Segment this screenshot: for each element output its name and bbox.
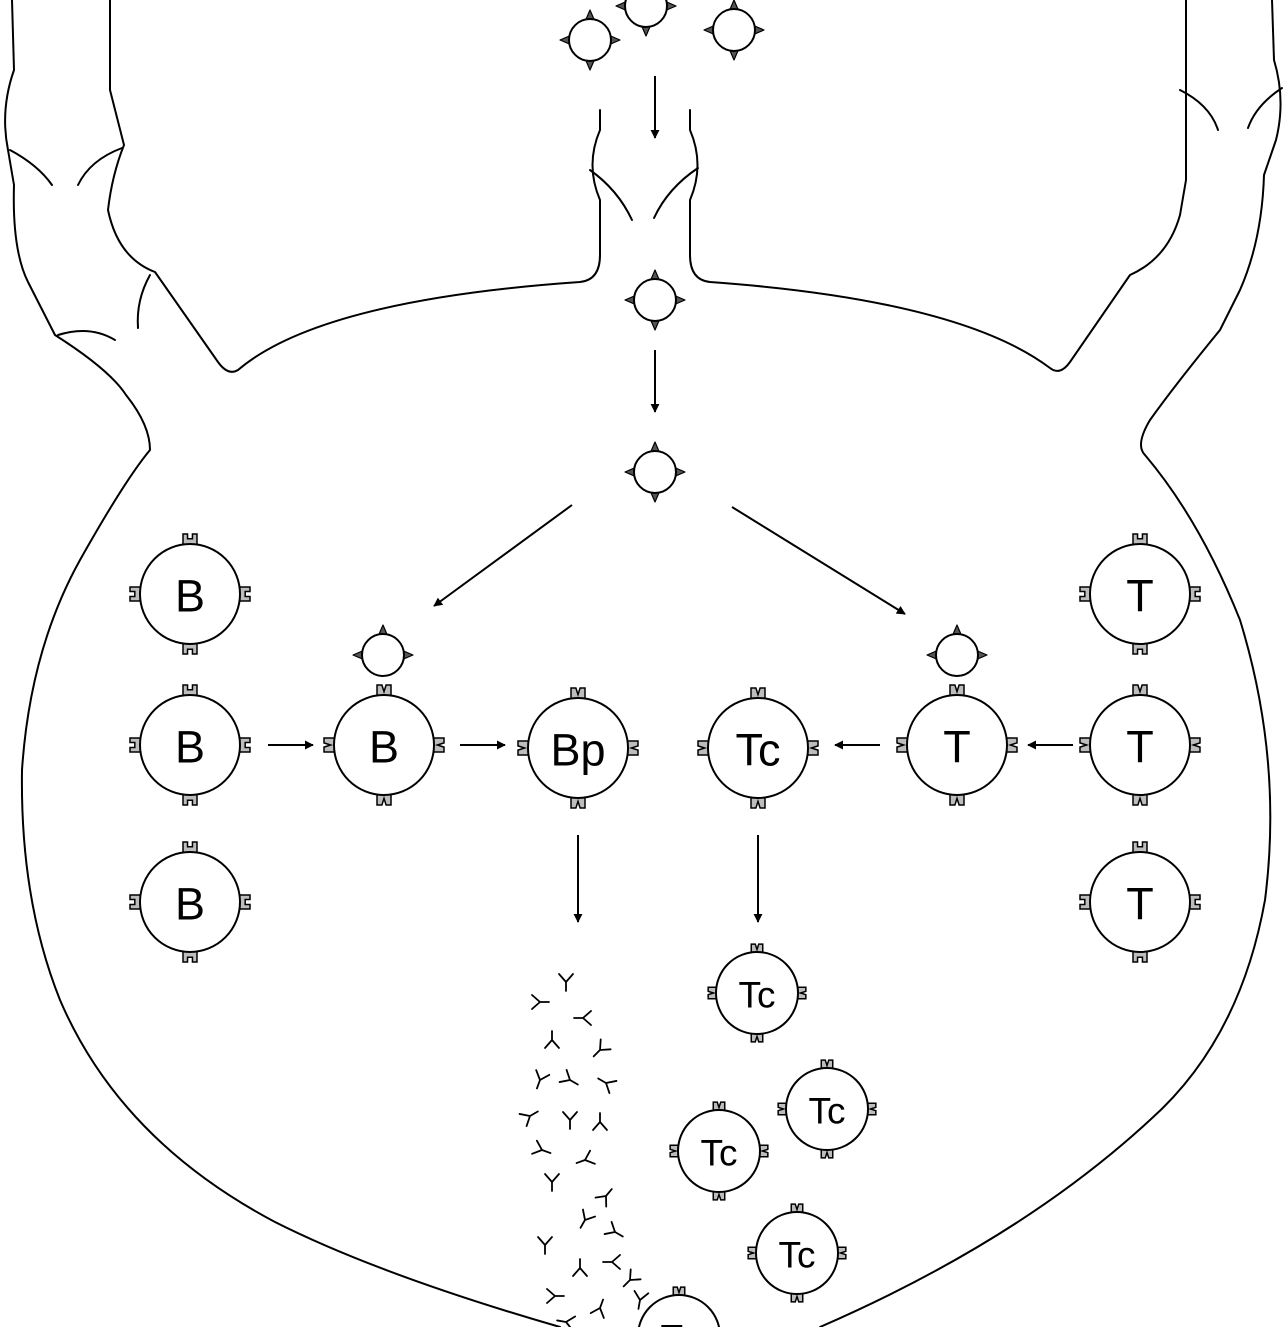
antibody-icon — [546, 1288, 565, 1304]
cell-label: T — [1126, 879, 1154, 930]
antibody-icon — [592, 1112, 608, 1131]
cytotoxic-t-cell: Tc — [697, 687, 819, 809]
surface-receptor — [237, 586, 251, 602]
surface-receptor — [1187, 586, 1201, 602]
surface-receptor — [1187, 894, 1201, 910]
antibody-icon — [573, 1010, 592, 1026]
surface-receptor — [1132, 841, 1148, 855]
plasma-cell: Bp — [517, 687, 639, 809]
cell-label: Tc — [701, 1133, 738, 1174]
antibody-icon — [556, 1315, 576, 1327]
cell-label: B — [369, 722, 399, 773]
cell-label: Tc — [779, 1235, 816, 1276]
antibody-icon — [597, 1077, 618, 1094]
surface-receptor — [237, 737, 251, 753]
cell-label: B — [175, 571, 205, 622]
antibody-icon — [622, 1268, 642, 1288]
surface-receptor — [129, 894, 143, 910]
cell-label: T — [1126, 571, 1154, 622]
antigen-icon — [926, 624, 988, 677]
b-cell: B — [129, 533, 251, 655]
antibody-icon — [592, 1038, 612, 1058]
antigen-icon — [624, 269, 686, 331]
surface-receptor — [237, 894, 251, 910]
cell-label: Tc — [661, 1318, 698, 1327]
arrow — [731, 506, 906, 615]
antibody-icon — [535, 1069, 551, 1090]
antibodies — [518, 973, 650, 1327]
activated-t-cell: T — [896, 684, 1018, 806]
activated-b-cell: B — [323, 684, 445, 806]
cytotoxic-t-cell: Tc — [747, 1203, 847, 1303]
antigen-icon — [559, 9, 621, 71]
cytotoxic-t-cell: Tc — [669, 1101, 769, 1201]
antibody-icon — [633, 1290, 650, 1310]
b-cell: B — [129, 841, 251, 963]
antibody-icon — [518, 1110, 539, 1127]
antigens-incoming — [352, 0, 988, 677]
antibody-icon — [558, 1069, 579, 1086]
antibody-icon — [572, 1258, 588, 1277]
antibody-icon — [531, 994, 550, 1010]
t-cell: T — [1079, 841, 1201, 963]
antibody-icon — [575, 1149, 596, 1165]
antibody-icon — [544, 1030, 560, 1049]
surface-receptor — [182, 641, 198, 655]
antigen-icon — [615, 0, 677, 37]
cell-label: Bp — [550, 725, 605, 776]
cell-label: T — [1126, 722, 1154, 773]
surface-receptor — [1079, 894, 1093, 910]
antibody-icon — [602, 1254, 621, 1270]
antibody-icon — [562, 1111, 578, 1130]
cytotoxic-t-cell: Tc — [637, 1286, 721, 1327]
antibody-icon — [537, 1236, 553, 1255]
antibody-icon — [544, 1173, 560, 1192]
cell-label: B — [175, 879, 205, 930]
surface-receptor — [182, 684, 198, 698]
antibody-icon — [594, 1188, 613, 1208]
surface-receptor — [1132, 533, 1148, 547]
antibody-icon — [579, 1208, 596, 1229]
lymphocytes: BBBTTTBBpTcTTcTcTcTcTc — [129, 533, 1201, 1327]
antigen-icon — [703, 0, 765, 61]
cell-label: Tc — [736, 725, 781, 776]
cell-label: Tc — [809, 1091, 846, 1132]
surface-receptor — [1132, 949, 1148, 963]
antibody-icon — [589, 1298, 605, 1319]
cell-label: B — [175, 722, 205, 773]
b-cell: B — [129, 684, 251, 806]
t-cell: T — [1079, 533, 1201, 655]
antigen-icon — [624, 441, 686, 503]
surface-receptor — [182, 533, 198, 547]
surface-receptor — [182, 792, 198, 806]
lymph-node-outline — [4, 0, 1283, 1327]
antibody-icon — [558, 973, 574, 992]
surface-receptor — [1079, 586, 1093, 602]
t-cell: T — [1079, 684, 1201, 806]
flow-arrows — [268, 76, 1073, 923]
cytotoxic-t-cell: Tc — [777, 1059, 877, 1159]
surface-receptor — [182, 841, 198, 855]
surface-receptor — [129, 737, 143, 753]
cell-label: T — [943, 722, 971, 773]
surface-receptor — [182, 949, 198, 963]
arrow — [433, 504, 573, 607]
surface-receptor — [129, 586, 143, 602]
antibody-icon — [531, 1139, 552, 1155]
cell-label: Tc — [739, 975, 776, 1016]
surface-receptor — [1132, 641, 1148, 655]
antibody-icon — [603, 1221, 624, 1238]
cytotoxic-t-cell: Tc — [707, 943, 807, 1043]
node-capsule — [107, 0, 601, 373]
antigen-icon — [352, 624, 414, 677]
